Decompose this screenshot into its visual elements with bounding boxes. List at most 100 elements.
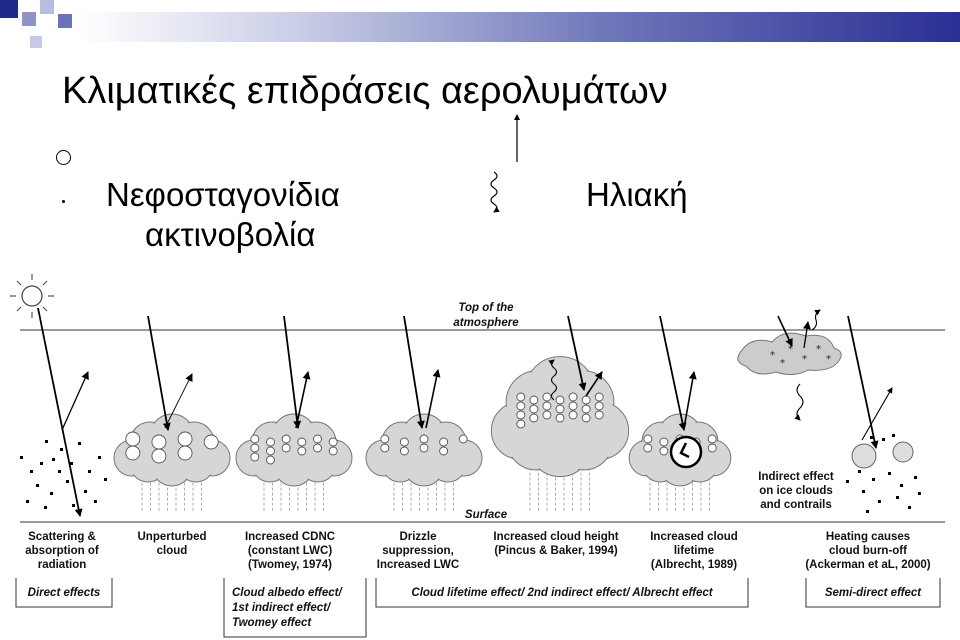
- panel-semi-direct: [846, 316, 921, 513]
- droplet: [517, 411, 525, 419]
- droplet: [266, 438, 274, 446]
- droplet: [660, 438, 668, 446]
- caption-line: Increased cloud: [650, 531, 738, 543]
- caption-line: Heating causes: [826, 531, 910, 543]
- droplet: [582, 405, 590, 413]
- svg-text:*: *: [802, 354, 807, 365]
- group-label: Cloud lifetime effect/ 2nd indirect effe…: [411, 587, 713, 599]
- droplet: [381, 435, 389, 443]
- droplet: [126, 432, 140, 446]
- droplet: [530, 414, 538, 422]
- droplet: [329, 438, 337, 446]
- svg-text:*: *: [780, 358, 785, 369]
- droplet: [266, 447, 274, 455]
- droplet: [595, 393, 603, 401]
- droplet: [569, 411, 577, 419]
- caption-line: (Pincus & Baker, 1994): [494, 545, 618, 557]
- caption-line: Increased CDNC: [245, 531, 335, 543]
- droplet: [644, 435, 652, 443]
- captions: Scattering & absorption of radiation Unpert…: [25, 471, 931, 571]
- caption-line: suppression,: [382, 545, 454, 557]
- caption-line: absorption of: [25, 545, 99, 557]
- solar-wavy-arrow: [491, 172, 497, 212]
- droplet: [298, 447, 306, 455]
- droplet: [282, 435, 290, 443]
- droplet: [400, 438, 408, 446]
- caption-line: Increased LWC: [377, 559, 459, 571]
- droplet: [251, 444, 259, 452]
- droplet: [708, 444, 716, 452]
- droplet: [582, 414, 590, 422]
- group-label: 1st indirect effect/: [232, 602, 332, 614]
- incoming-radiation-arrow: [284, 316, 298, 428]
- cloud-twomey: [236, 316, 352, 512]
- effect-groups: Direct effects Cloud albedo effect/1st in…: [16, 578, 940, 637]
- droplet: [251, 453, 259, 461]
- droplet: [152, 449, 166, 463]
- caption-line: (constant LWC): [248, 545, 332, 557]
- group-label: Semi-direct effect: [825, 587, 922, 599]
- group-label: Cloud albedo effect/: [232, 587, 343, 599]
- caption-line: (Ackerman et aL, 2000): [805, 559, 930, 571]
- cloud-fill: [431, 447, 465, 481]
- cloud-unperturbed: [114, 316, 230, 512]
- caption-line: radiation: [38, 559, 87, 571]
- cloud-height: [491, 316, 628, 512]
- droplet: [556, 414, 564, 422]
- caption-line: Unperturbed: [138, 531, 207, 543]
- svg-text:*: *: [816, 344, 821, 355]
- droplet: [126, 446, 140, 460]
- droplet: [595, 411, 603, 419]
- caption-line: Indirect effect: [758, 471, 834, 483]
- group-label: Twomey effect: [232, 617, 312, 629]
- droplet: [440, 438, 448, 446]
- droplet: [178, 446, 192, 460]
- panel-ice-clouds: *** ***: [738, 310, 841, 420]
- caption-line: Increased cloud height: [493, 531, 618, 543]
- caption-line: lifetime: [674, 545, 714, 557]
- droplet: [152, 435, 166, 449]
- droplet: [440, 447, 448, 455]
- droplet: [381, 444, 389, 452]
- droplet: [400, 447, 408, 455]
- droplet: [420, 435, 428, 443]
- droplet: [543, 393, 551, 401]
- sun-icon: [10, 274, 54, 318]
- droplet: [329, 447, 337, 455]
- droplet: [178, 432, 192, 446]
- droplet: [251, 435, 259, 443]
- cloud-drizzle: [366, 316, 482, 512]
- droplet: [543, 402, 551, 410]
- group-label: Direct effects: [28, 587, 101, 599]
- droplet: [204, 435, 218, 449]
- caption-line: cloud burn-off: [829, 545, 907, 557]
- incoming-radiation-arrow: [148, 316, 168, 430]
- caption-line: (Albrecht, 1989): [651, 559, 737, 571]
- droplet: [644, 444, 652, 452]
- droplet: [459, 435, 467, 443]
- droplet: [556, 405, 564, 413]
- caption-line: Scattering &: [28, 531, 96, 543]
- caption-line: and contrails: [760, 499, 832, 511]
- caption-line: Drizzle: [399, 531, 436, 543]
- droplet: [314, 435, 322, 443]
- droplet: [708, 435, 716, 443]
- droplet: [569, 393, 577, 401]
- droplet: [530, 396, 538, 404]
- caption-line: on ice clouds: [759, 485, 833, 497]
- droplet: [517, 402, 525, 410]
- surface-label: Surface: [465, 509, 508, 521]
- svg-text:*: *: [770, 350, 775, 361]
- droplet: [517, 393, 525, 401]
- svg-text:*: *: [826, 354, 831, 365]
- cloud-lifetime: [629, 316, 731, 512]
- caption-line: (Twomey, 1974): [248, 559, 332, 571]
- droplet: [660, 447, 668, 455]
- droplet: [314, 444, 322, 452]
- top-label-2: atmosphere: [453, 317, 519, 329]
- incoming-radiation-arrow: [660, 316, 684, 430]
- droplet: [595, 402, 603, 410]
- incoming-radiation-arrow: [404, 316, 422, 428]
- cloud-fill: [557, 414, 612, 469]
